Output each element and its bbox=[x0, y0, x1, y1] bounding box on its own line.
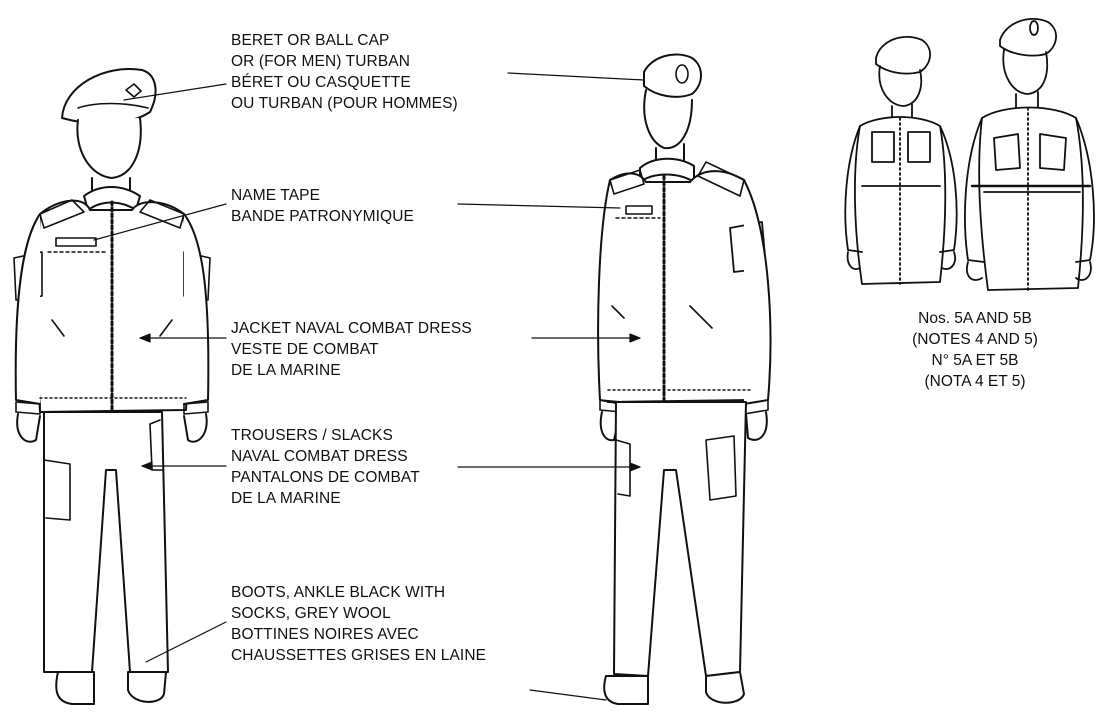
beret-front bbox=[62, 69, 156, 124]
trousers-front bbox=[44, 412, 168, 672]
caption-line: (NOTES 4 AND 5) bbox=[900, 329, 1050, 350]
boots-label-line: BOTTINES NOIRES AVEC bbox=[231, 624, 486, 645]
beret-label-line: BERET OR BALL CAP bbox=[231, 30, 458, 51]
boots-label: BOOTS, ANKLE BLACK WITH SOCKS, GREY WOOL… bbox=[231, 582, 486, 666]
beret-side bbox=[644, 54, 701, 96]
side-figure bbox=[598, 54, 770, 704]
trousers-label: TROUSERS / SLACKS NAVAL COMBAT DRESS PAN… bbox=[231, 425, 420, 509]
jacket-label-line: JACKET NAVAL COMBAT DRESS bbox=[231, 318, 472, 339]
beret-label-line: OR (FOR MEN) TURBAN bbox=[231, 51, 458, 72]
caption-line: Nos. 5A AND 5B bbox=[900, 308, 1050, 329]
jacket-label-line: VESTE DE COMBAT bbox=[231, 339, 472, 360]
front-figure bbox=[14, 69, 210, 704]
trousers-label-line: NAVAL COMBAT DRESS bbox=[231, 446, 420, 467]
head-front bbox=[77, 118, 140, 178]
figure-caption: Nos. 5A AND 5B (NOTES 4 AND 5) N° 5A ET … bbox=[900, 308, 1050, 392]
trousers-side bbox=[614, 402, 746, 676]
boots-label-line: BOOTS, ANKLE BLACK WITH bbox=[231, 582, 486, 603]
trousers-label-line: PANTALONS DE COMBAT bbox=[231, 467, 420, 488]
trousers-label-line: TROUSERS / SLACKS bbox=[231, 425, 420, 446]
caption-line: (NOTA 4 ET 5) bbox=[900, 371, 1050, 392]
pair-figures bbox=[845, 19, 1094, 290]
jacket-label-line: DE LA MARINE bbox=[231, 360, 472, 381]
jacket-label: JACKET NAVAL COMBAT DRESS VESTE DE COMBA… bbox=[231, 318, 472, 381]
beret-label: BERET OR BALL CAP OR (FOR MEN) TURBAN BÉ… bbox=[231, 30, 458, 114]
trousers-label-line: DE LA MARINE bbox=[231, 488, 420, 509]
name-tape-label-line: BANDE PATRONYMIQUE bbox=[231, 206, 414, 227]
head-side bbox=[644, 90, 692, 148]
boots-label-line: SOCKS, GREY WOOL bbox=[231, 603, 486, 624]
beret-label-line: OU TURBAN (POUR HOMMES) bbox=[231, 93, 458, 114]
caption-line: N° 5A ET 5B bbox=[900, 350, 1050, 371]
name-tape-label: NAME TAPE BANDE PATRONYMIQUE bbox=[231, 185, 414, 227]
name-tape-label-line: NAME TAPE bbox=[231, 185, 414, 206]
boots-label-line: CHAUSSETTES GRISES EN LAINE bbox=[231, 645, 486, 666]
beret-label-line: BÉRET OU CASQUETTE bbox=[231, 72, 458, 93]
